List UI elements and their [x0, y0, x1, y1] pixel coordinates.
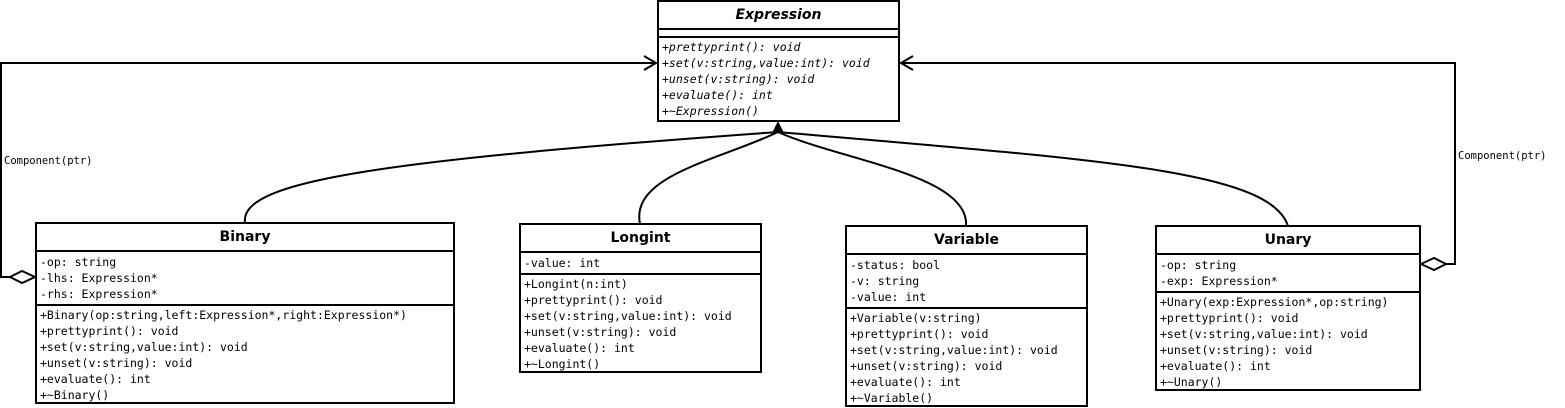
class-name: Variable [847, 227, 1086, 255]
operations-compartment: +Unary(exp:Expression*,op:string) +pretty… [1157, 293, 1419, 392]
operation-line: +set(v:string,value:int): void [524, 309, 732, 323]
operations-compartment: +Variable(v:string) +prettyprint(): void +… [847, 309, 1086, 408]
operation-line: +evaluate(): int [524, 341, 635, 355]
attribute-line: -v: string [850, 274, 920, 288]
class-name: Binary [37, 224, 453, 252]
attributes-compartment: -op: string -exp: Expression* [1157, 255, 1419, 293]
operation-line: +~Binary() [40, 388, 110, 402]
operations-compartment: +prettyprint(): void +set(v:string,value:… [659, 38, 898, 121]
aggregation-diamond-left [7, 269, 38, 285]
operation-line: +unset(v:string): void [1160, 343, 1313, 357]
attribute-line: -op: string [1160, 258, 1237, 272]
attribute-line: -value: int [850, 290, 927, 304]
class-name: Expression [659, 2, 898, 30]
attribute-line: -exp: Expression* [1160, 274, 1278, 288]
class-name: Longint [521, 225, 760, 253]
operation-line: +Binary(op:string,left:Expression*,right… [40, 308, 407, 322]
operation-line: +prettyprint(): void [524, 293, 663, 307]
operation-line: +~Expression() [662, 104, 759, 118]
operation-line: +evaluate(): int [1160, 359, 1271, 373]
class-variable: Variable -status: bool -v: string -value: … [845, 225, 1088, 407]
operation-line: +prettyprint(): void [662, 40, 801, 54]
aggregation-arrow-left [643, 55, 658, 71]
class-expression: Expression +prettyprint(): void +set(v:st… [657, 0, 900, 122]
attribute-line: -rhs: Expression* [40, 287, 158, 301]
operation-line: +~Longint() [524, 357, 601, 371]
attributes-compartment [659, 30, 898, 38]
attribute-line: -value: int [524, 256, 601, 270]
aggregation-line-right [901, 62, 1456, 265]
operation-line: +evaluate(): int [662, 88, 773, 102]
operation-line: +Variable(v:string) [850, 311, 982, 325]
operation-line: +unset(v:string): void [662, 72, 815, 86]
operation-line: +unset(v:string): void [524, 325, 677, 339]
class-name: Unary [1157, 227, 1419, 255]
operation-line: +set(v:string,value:int): void [40, 340, 248, 354]
attribute-line: -lhs: Expression* [40, 271, 158, 285]
generalization-longint [638, 131, 779, 225]
operations-compartment: +Binary(op:string,left:Expression*,right… [37, 306, 453, 405]
generalization-arrowhead [772, 121, 784, 133]
operation-line: +unset(v:string): void [40, 356, 193, 370]
operation-line: +set(v:string,value:int): void [1160, 327, 1368, 341]
operation-line: +evaluate(): int [40, 372, 151, 386]
aggregation-diamond-right [1418, 256, 1449, 272]
class-longint: Longint -value: int +Longint(n:int) +pret… [519, 223, 762, 373]
attributes-compartment: -status: bool -v: string -value: int [847, 255, 1086, 309]
operation-line: +prettyprint(): void [850, 327, 989, 341]
operation-line: +set(v:string,value:int): void [662, 56, 870, 70]
class-binary: Binary -op: string -lhs: Expression* -rhs:… [35, 222, 455, 404]
operation-line: +unset(v:string): void [850, 359, 1003, 373]
generalization-variable [777, 131, 968, 227]
operation-line: +prettyprint(): void [1160, 311, 1299, 325]
aggregation-line-left [0, 62, 656, 278]
class-unary: Unary -op: string -exp: Expression* +Unar… [1155, 225, 1421, 391]
operation-line: +evaluate(): int [850, 375, 961, 389]
operation-line: +~Variable() [850, 391, 934, 405]
component-label-left: Component(ptr) [4, 155, 93, 167]
operation-line: +prettyprint(): void [40, 324, 179, 338]
operation-line: +Longint(n:int) [524, 277, 628, 291]
operations-compartment: +Longint(n:int) +prettyprint(): void +set(… [521, 275, 760, 374]
operation-line: +set(v:string,value:int): void [850, 343, 1058, 357]
attribute-line: -op: string [40, 255, 117, 269]
attributes-compartment: -op: string -lhs: Expression* -rhs: Expres… [37, 252, 453, 306]
attributes-compartment: -value: int [521, 253, 760, 275]
aggregation-arrow-right [899, 55, 914, 71]
generalization-binary [243, 131, 779, 223]
operation-line: +Unary(exp:Expression*,op:string) [1160, 295, 1389, 309]
component-label-right: Component(ptr) [1458, 150, 1547, 162]
attribute-line: -status: bool [850, 258, 941, 272]
operation-line: +~Unary() [1160, 375, 1223, 389]
generalization-unary [777, 131, 1289, 227]
